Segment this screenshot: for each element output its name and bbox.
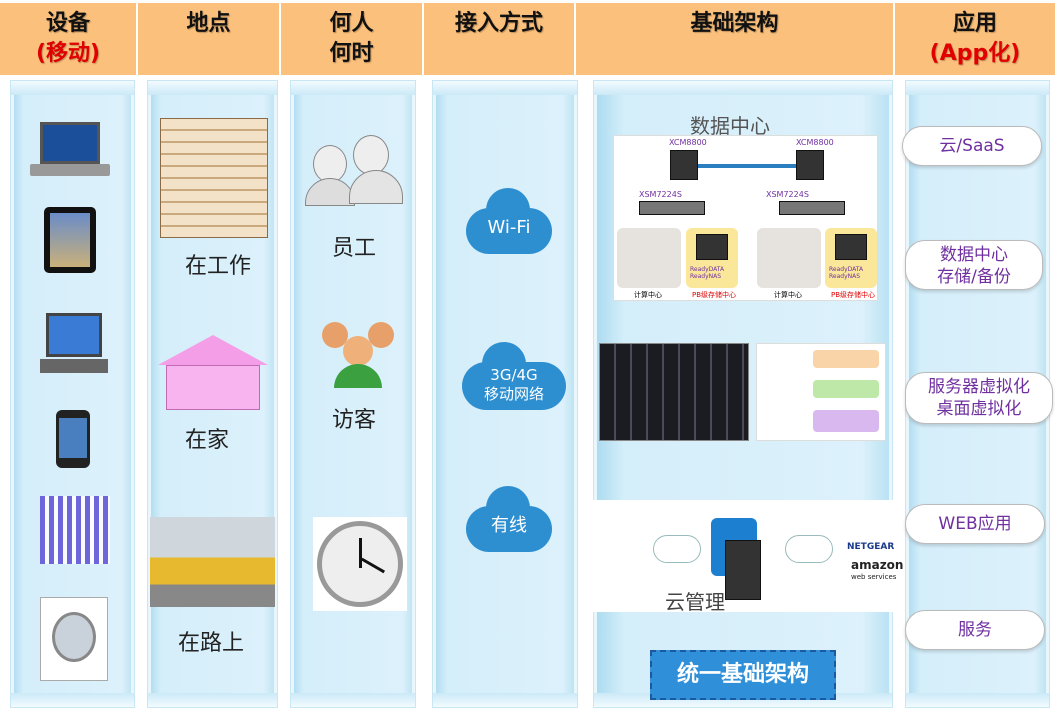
app-label: 存储/备份 [937, 267, 1011, 287]
laptop-icon [30, 122, 110, 182]
access-mobile: 移动网络 [483, 385, 544, 403]
app-label: 桌面虚拟化 [936, 399, 1022, 419]
nas-label: ReadyDATA ReadyNAS [829, 266, 864, 280]
app-services: 服务 [905, 610, 1045, 650]
app-label: WEB应用 [938, 514, 1012, 534]
place-road: 在路上 [178, 631, 245, 656]
clock-icon [313, 517, 407, 611]
header-devices: 设备 (移动) [0, 3, 138, 75]
nas-label: ReadyDATA ReadyNAS [690, 266, 725, 280]
app-web: WEB应用 [905, 504, 1045, 544]
amazon-logo: amazon [851, 558, 904, 572]
header-place: 地点 [138, 3, 281, 75]
header-apps: 应用 (App化) [895, 3, 1055, 75]
storage-label: PB级存储中心 [692, 291, 737, 299]
agg-switch-label: XSM7224S [639, 190, 682, 199]
tablet-icon [44, 207, 96, 273]
app-datacenter: 数据中心存储/备份 [905, 240, 1043, 290]
app-label: 云/SaaS [939, 136, 1005, 156]
cloud-mgmt-label: 云管理 [665, 590, 725, 614]
qr-code-icon [40, 496, 110, 564]
netgear-logo: NETGEAR [847, 542, 895, 552]
unified-infra-button: 统一基础架构 [650, 650, 836, 700]
datacenter-title: 数据中心 [690, 114, 770, 138]
app-label: 服务器虚拟化 [928, 377, 1030, 397]
taxi-image [150, 517, 275, 607]
employee-icon [305, 130, 405, 210]
header-sub: 何时 [329, 41, 374, 66]
app-label: 数据中心 [940, 245, 1008, 265]
header-label: 何人 [329, 11, 374, 36]
header-who-when: 何人何时 [281, 3, 424, 75]
app-virtualization: 服务器虚拟化桌面虚拟化 [905, 372, 1053, 424]
access-wifi: Wi-Fi [487, 217, 531, 238]
header-infra: 基础架构 [576, 3, 895, 75]
access-3g4g: 3G/4G [490, 366, 538, 384]
header-label: 设备 [45, 11, 90, 36]
aws-sub: web services [851, 573, 897, 581]
rfid-tag-icon [40, 597, 108, 681]
access-wired: 有线 [491, 515, 527, 536]
header-access: 接入方式 [424, 3, 576, 75]
app-saas: 云/SaaS [902, 126, 1042, 166]
network-topology-diagram [756, 343, 886, 441]
header-sub: (App化) [929, 41, 1021, 66]
wired-cloud: 有线 [466, 486, 552, 552]
app-label: 服务 [958, 620, 992, 640]
place-work: 在工作 [185, 254, 252, 279]
cloud-management-diagram: NETGEAR amazon web services 云管理 [593, 500, 903, 614]
wifi-cloud: Wi-Fi [466, 188, 552, 254]
unified-infra-label: 统一基础架构 [676, 662, 809, 687]
house-icon [158, 335, 268, 410]
header-label: 接入方式 [454, 11, 543, 36]
compute-label: 计算中心 [634, 291, 662, 299]
windows-laptop-icon [40, 313, 108, 375]
office-building-icon [160, 118, 268, 238]
place-home: 在家 [185, 428, 230, 453]
datacenter-diagram: XCM8800 XCM8800 XSM7224S XSM7224S ReadyD… [613, 135, 878, 301]
core-switch-label: XCM8800 [796, 138, 834, 147]
visitors-icon [318, 318, 398, 388]
smartphone-icon [56, 410, 90, 468]
who-employee: 员工 [332, 236, 377, 261]
who-visitor: 访客 [332, 408, 377, 433]
header-label: 应用 [952, 11, 997, 36]
header-label: 基础架构 [690, 11, 779, 36]
server-room-photo [599, 343, 749, 441]
header-sub: (移动) [35, 41, 101, 66]
agg-switch-label: XSM7224S [766, 190, 809, 199]
compute-label: 计算中心 [774, 291, 802, 299]
header-label: 地点 [186, 11, 231, 36]
storage-label: PB级存储中心 [831, 291, 876, 299]
core-switch-label: XCM8800 [669, 138, 707, 147]
